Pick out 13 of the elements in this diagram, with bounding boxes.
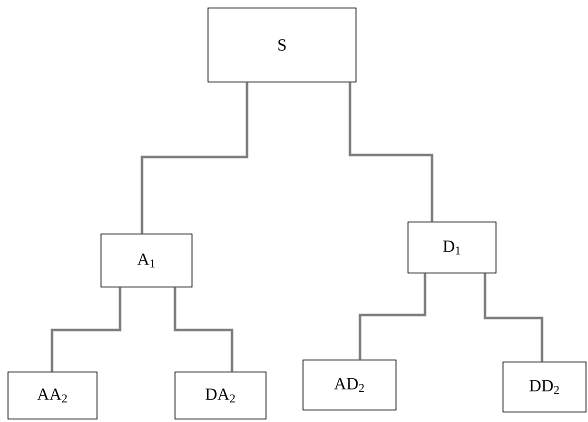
node-box: A$_{1}$ bbox=[100, 234, 192, 288]
node-box: AA$_{2}$ bbox=[8, 372, 98, 420]
node-box: DD$_{2}$ bbox=[502, 362, 586, 412]
connector-line bbox=[174, 287, 234, 372]
connector-line bbox=[484, 273, 544, 362]
node-box: AD$_{2}$ bbox=[302, 360, 396, 410]
connector-line bbox=[50, 287, 122, 372]
node-box: S bbox=[208, 8, 356, 82]
connector-line bbox=[348, 82, 434, 222]
node-box: DA$_{2}$ bbox=[174, 372, 266, 420]
node-box: D$_{1}$ bbox=[408, 222, 496, 274]
connector-line bbox=[140, 82, 248, 234]
connector-line bbox=[358, 273, 426, 360]
